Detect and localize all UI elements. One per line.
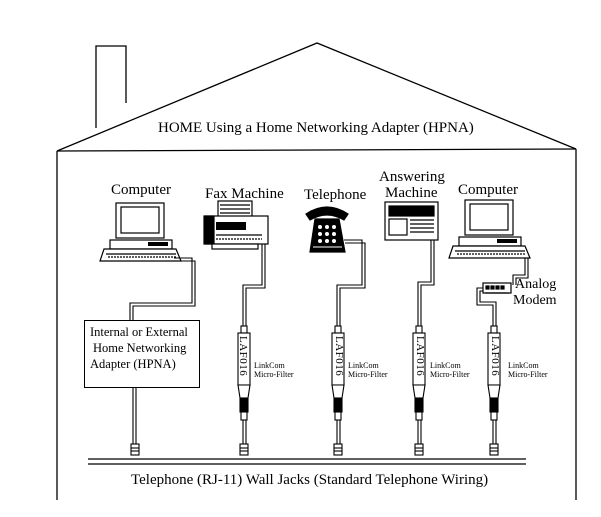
- filter-1-type: Micro-Filter: [254, 370, 294, 379]
- filter-3-brand: LinkCom: [430, 361, 461, 370]
- filter-2-type: Micro-Filter: [348, 370, 388, 379]
- label-fax-machine: Fax Machine: [205, 186, 284, 202]
- filter-4-model: LAF016: [489, 336, 501, 377]
- label-answering: Answering: [379, 169, 445, 185]
- filter-2-brand: LinkCom: [348, 361, 379, 370]
- label-modem: Modem: [513, 293, 557, 308]
- filter-3-type: Micro-Filter: [430, 370, 470, 379]
- filter-2-model: LAF016: [333, 336, 345, 377]
- label-computer-right: Computer: [458, 182, 518, 198]
- filter-1-brand: LinkCom: [254, 361, 285, 370]
- hpna-adapter-box: Internal or External Home Networking Ada…: [84, 320, 200, 388]
- adapter-line-2: Home Networking: [93, 341, 187, 355]
- micro-filter-4: [487, 325, 501, 456]
- filter-4-brand: LinkCom: [508, 361, 539, 370]
- label-telephone: Telephone: [304, 187, 367, 203]
- house-outline: [56, 42, 577, 500]
- filter-3-model: LAF016: [414, 336, 426, 377]
- telephone-icon: [305, 206, 349, 253]
- filter-4-type: Micro-Filter: [508, 370, 548, 379]
- fax-machine-icon: [203, 200, 269, 250]
- computer-left-icon: [99, 202, 182, 262]
- cables: [129, 239, 529, 444]
- adapter-wall-jack: [130, 443, 140, 456]
- adapter-line-3: Adapter (HPNA): [90, 357, 176, 371]
- answering-machine-icon: [384, 201, 439, 241]
- computer-right-icon: [448, 199, 531, 259]
- micro-filter-3: [412, 325, 426, 456]
- adapter-line-1: Internal or External: [90, 325, 188, 339]
- wall-jacks-label: Telephone (RJ-11) Wall Jacks (Standard T…: [131, 472, 489, 488]
- analog-modem-icon: [482, 282, 512, 294]
- micro-filters: [130, 325, 501, 456]
- micro-filter-1: [237, 325, 251, 456]
- label-machine: Machine: [385, 185, 438, 201]
- micro-filter-2: [331, 325, 345, 456]
- label-analog: Analog: [515, 277, 557, 292]
- wall-wiring: [88, 458, 526, 465]
- filter-1-model: LAF016: [237, 336, 249, 377]
- diagram-title: HOME Using a Home Networking Adapter (HP…: [158, 120, 474, 136]
- label-computer-left: Computer: [111, 182, 171, 198]
